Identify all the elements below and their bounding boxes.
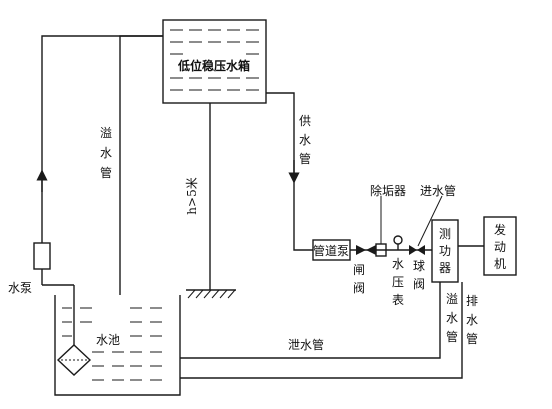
inlet-pipe-label: 进水管	[420, 183, 456, 198]
supply-pipe: 供 水 管	[266, 92, 313, 251]
drain-pipe-label: 泄水管	[288, 337, 324, 352]
gauge-char-3: 表	[392, 293, 404, 307]
supply-char-3: 管	[299, 151, 311, 166]
reservoir-label: 水池	[96, 333, 120, 347]
inlet-line	[350, 195, 443, 257]
dyno-char-2: 功	[439, 244, 451, 258]
tank-support: h>5米	[185, 103, 236, 299]
overflow-pipe-left: 溢 水 管	[100, 35, 163, 295]
engine-char-1: 发	[494, 222, 506, 237]
overflow-left-char-1: 溢	[100, 126, 112, 140]
supply-char-2: 水	[299, 133, 311, 147]
tank-title-label: 低位稳压水箱	[177, 58, 250, 73]
engine: 发 动 机	[483, 216, 517, 276]
reservoir: 水池	[54, 295, 181, 396]
overflow-right-char-3: 管	[446, 329, 458, 344]
gate-valve-char-2: 阀	[353, 281, 365, 295]
ball-valve-icon	[409, 245, 425, 255]
gauge-char-1: 水	[392, 257, 404, 271]
gate-valve-icon	[356, 245, 376, 255]
engine-char-2: 动	[494, 240, 506, 254]
ball-valve-char-1: 球	[413, 259, 425, 273]
pressure-gauge-icon	[393, 235, 403, 250]
discharge-char-1: 排	[466, 294, 478, 308]
overflow-left-char-2: 水	[100, 146, 112, 160]
supply-char-1: 供	[299, 114, 311, 128]
descaler-label: 除垢器	[370, 183, 406, 198]
gauge-char-2: 压	[392, 275, 404, 289]
pipe-pump-label: 管道泵	[313, 243, 349, 258]
gate-valve-char-1: 闸	[353, 263, 365, 277]
water-pump-label: 水泵	[8, 281, 32, 295]
discharge-char-3: 管	[466, 331, 478, 346]
dyno-char-3: 器	[439, 261, 451, 275]
dynamometer: 测 功 器	[431, 219, 459, 283]
overflow-left-char-3: 管	[100, 165, 112, 180]
ball-valve-char-2: 阀	[413, 277, 425, 291]
pipe-pump: 管道泵	[312, 239, 351, 261]
water-pump: 水泵	[8, 242, 75, 345]
discharge-char-2: 水	[466, 313, 478, 327]
overflow-right-char-2: 水	[446, 311, 458, 325]
engine-char-3: 机	[494, 257, 506, 271]
dyno-char-1: 测	[439, 227, 451, 241]
inlet-leader	[417, 195, 443, 247]
right-return-pipes: 溢 水 管 排 水 管 泄水管	[180, 282, 478, 379]
height-mark-label: h>5米	[185, 177, 199, 214]
upper-tank: 低位稳压水箱	[162, 19, 267, 104]
overflow-right-char-1: 溢	[446, 292, 458, 306]
filter-icon	[56, 344, 92, 376]
